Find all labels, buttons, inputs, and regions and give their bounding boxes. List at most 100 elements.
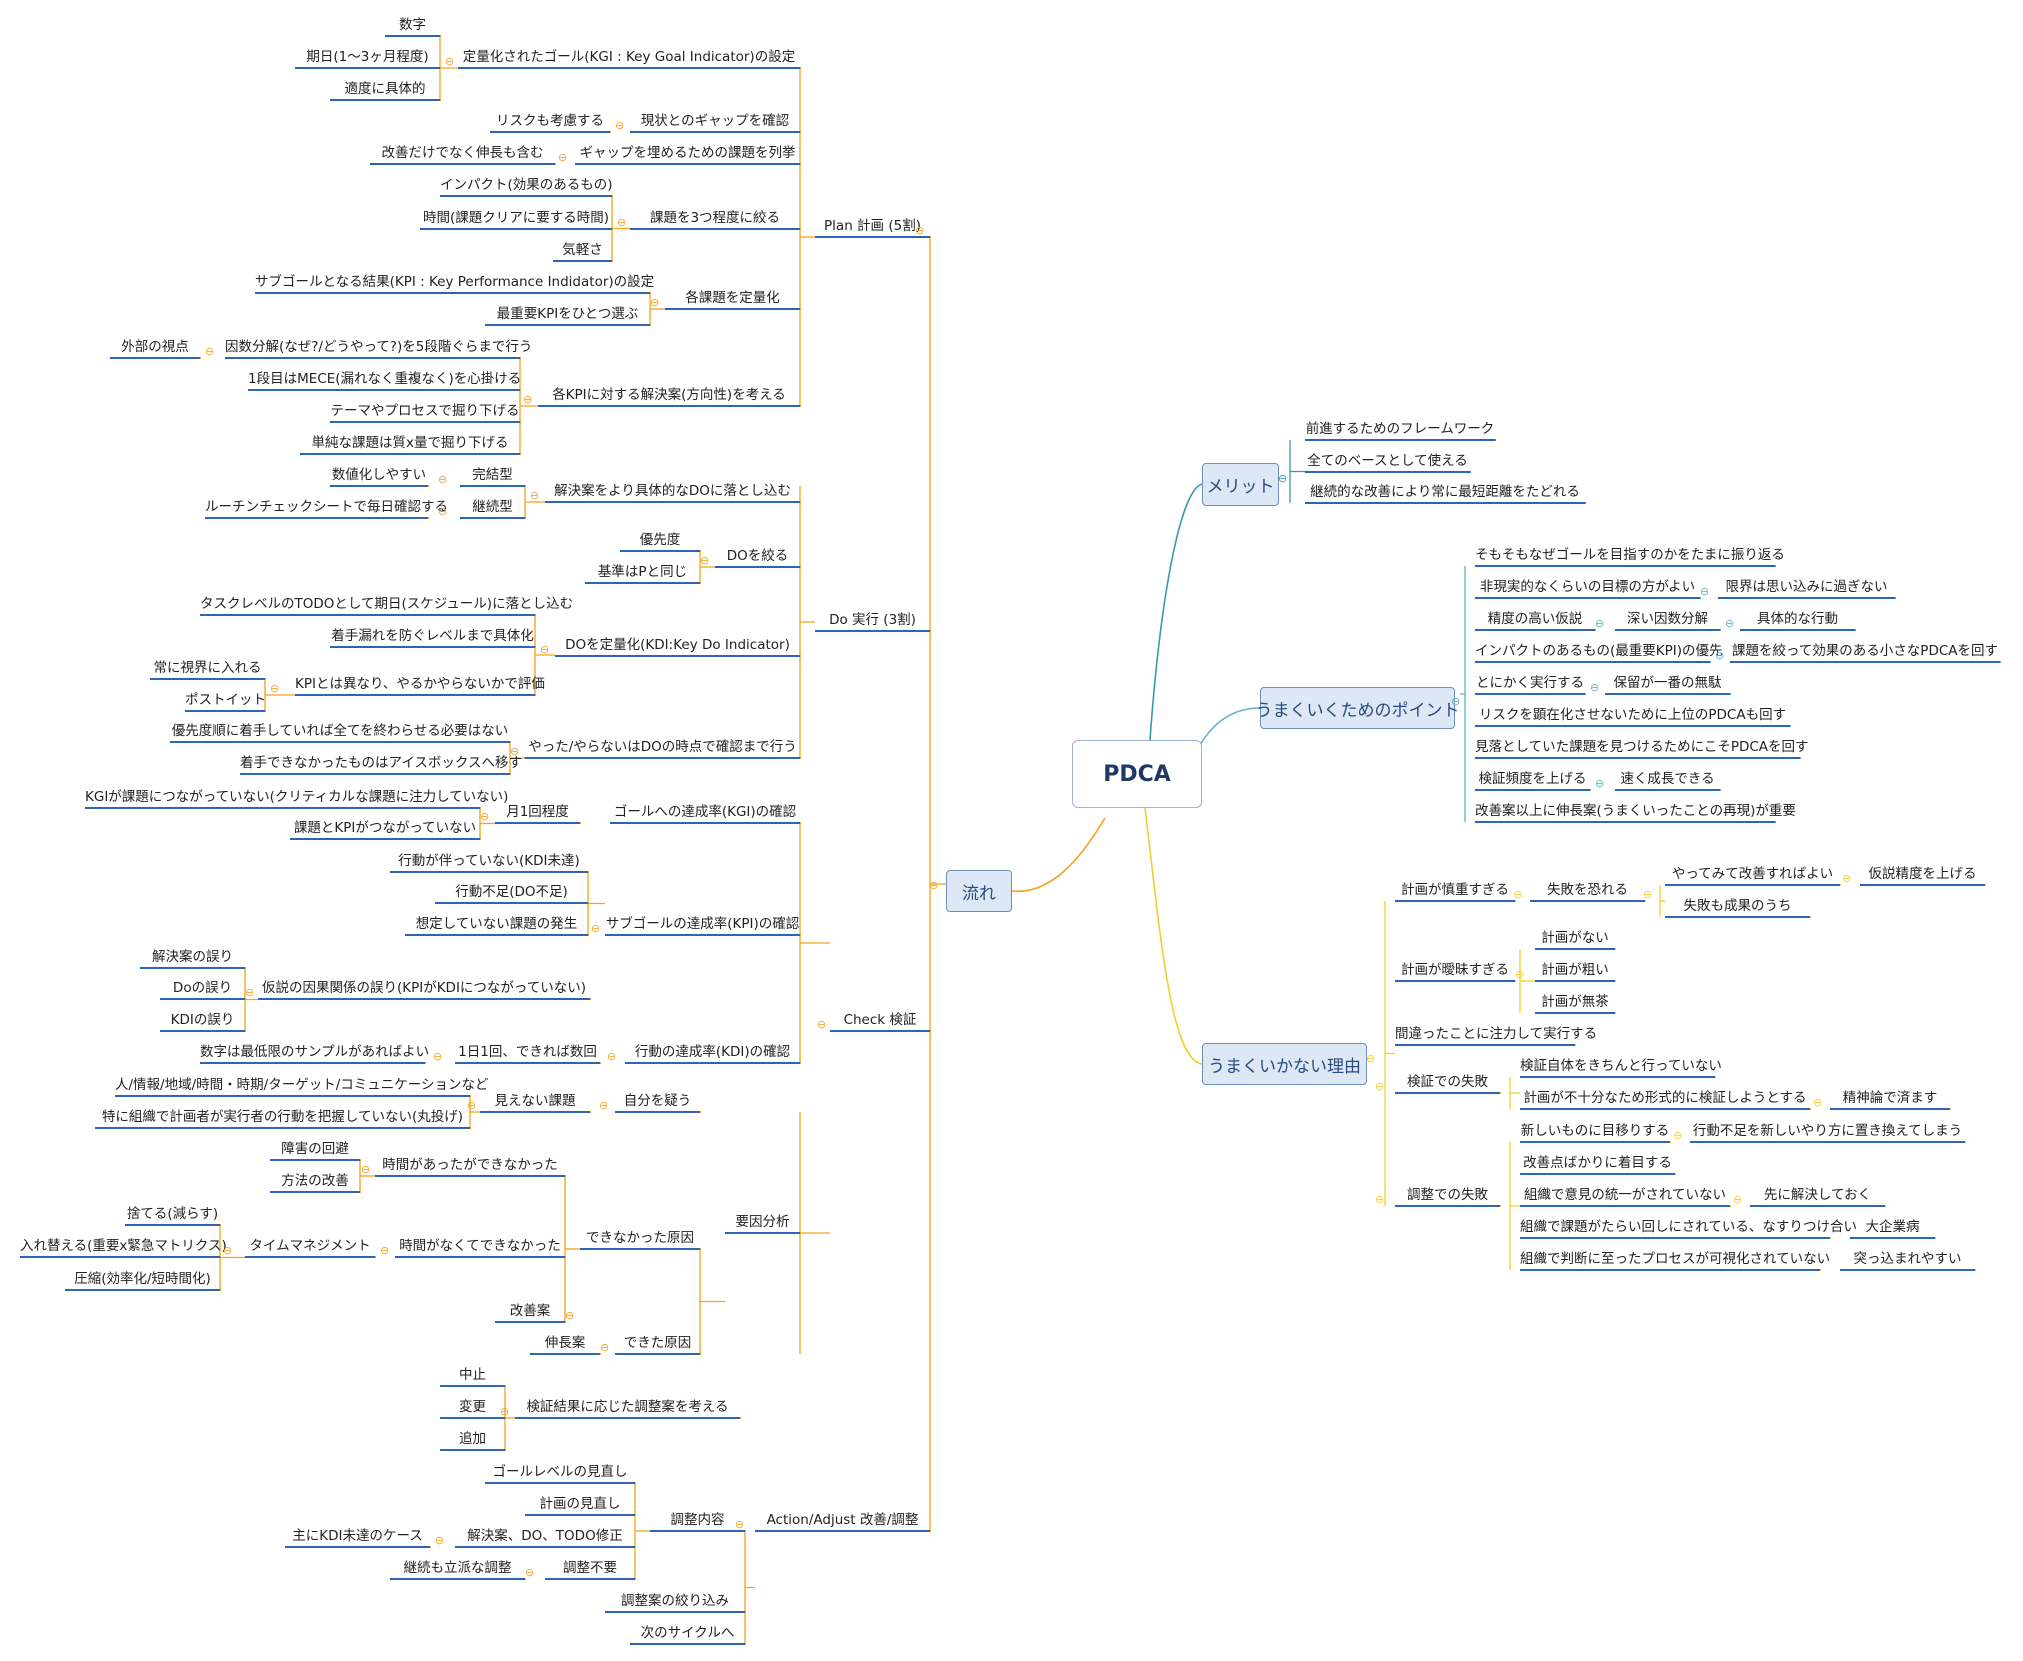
collapse-toggle-icon[interactable]: ⊖ xyxy=(1643,888,1653,901)
node-label-41[interactable]: 課題とKPIがつながっていない xyxy=(293,820,477,836)
node-label-63[interactable]: 捨てる(減らす) xyxy=(126,1206,219,1222)
node-label-46[interactable]: 想定していない課題の発生 xyxy=(415,916,578,932)
node-label-80[interactable]: 解決案、DO、TODO修正 xyxy=(467,1528,623,1544)
collapse-toggle-icon[interactable]: ⊖ xyxy=(817,1018,827,1031)
node-label-1[interactable]: 期日(1〜3ヶ月程度) xyxy=(306,49,429,65)
node-label-11[interactable]: 課題を3つ程度に絞る xyxy=(649,210,781,226)
node-label-10[interactable]: 気軽さ xyxy=(562,242,603,258)
collapse-toggle-icon[interactable]: ⊖ xyxy=(1513,888,1523,901)
node-label-73[interactable]: 中止 xyxy=(459,1367,486,1383)
node-label-32[interactable]: 常に視界に入れる xyxy=(153,660,262,676)
collapse-toggle-icon[interactable]: ⊖ xyxy=(480,810,490,823)
node-label-122[interactable]: 改善点ばかりに着目する xyxy=(1523,1155,1672,1171)
node-label-112[interactable]: 計画が粗い xyxy=(1541,962,1609,978)
collapse-toggle-icon[interactable]: ⊖ xyxy=(523,393,533,406)
collapse-toggle-icon[interactable]: ⊖ xyxy=(540,643,550,656)
collapse-toggle-icon[interactable]: ⊖ xyxy=(245,986,255,999)
node-label-3[interactable]: 定量化されたゴール(KGI : Key Goal Indicator)の設定 xyxy=(462,49,796,65)
topic-box-0[interactable]: PDCA xyxy=(1072,740,1202,808)
node-label-101[interactable]: 見落としていた課題を見つけるためにこそPDCAを回す xyxy=(1475,739,1809,755)
collapse-toggle-icon[interactable]: ⊖ xyxy=(1733,1193,1743,1206)
collapse-toggle-icon[interactable]: ⊖ xyxy=(1278,472,1288,485)
collapse-toggle-icon[interactable]: ⊖ xyxy=(1813,1096,1823,1109)
collapse-toggle-icon[interactable]: ⊖ xyxy=(1700,585,1710,598)
collapse-toggle-icon[interactable]: ⊖ xyxy=(607,1050,617,1063)
node-label-12[interactable]: サブゴールとなる結果(KPI : Key Performance Indidat… xyxy=(255,274,655,290)
node-label-30[interactable]: タスクレベルのTODOとして期日(スケジュール)に落とし込む xyxy=(200,596,574,612)
node-label-75[interactable]: 追加 xyxy=(459,1431,486,1447)
collapse-toggle-icon[interactable]: ⊖ xyxy=(530,489,540,502)
node-label-42[interactable]: 月1回程度 xyxy=(506,804,569,820)
node-label-88[interactable]: 全てのベースとして使える xyxy=(1307,453,1468,469)
node-label-117[interactable]: 計画が不十分なため形式的に検証しようとする xyxy=(1523,1090,1807,1106)
node-label-119[interactable]: 調整での失敗 xyxy=(1407,1187,1488,1203)
node-label-76[interactable]: 検証結果に応じた調整案を考える xyxy=(526,1399,729,1415)
node-label-127[interactable]: 組織で判断に至ったプロセスが可視化されていない xyxy=(1520,1251,1831,1267)
collapse-toggle-icon[interactable]: ⊖ xyxy=(500,1405,510,1418)
collapse-toggle-icon[interactable]: ⊖ xyxy=(1673,1129,1683,1142)
node-label-105[interactable]: 計画が慎重すぎる xyxy=(1401,882,1509,898)
collapse-toggle-icon[interactable]: ⊖ xyxy=(361,1163,371,1176)
collapse-toggle-icon[interactable]: ⊖ xyxy=(205,345,215,358)
node-label-120[interactable]: 新しいものに目移りする xyxy=(1520,1123,1670,1139)
node-label-99[interactable]: 保留が一番の無駄 xyxy=(1613,675,1722,691)
topic-box-1[interactable]: メリット xyxy=(1202,463,1279,506)
node-label-2[interactable]: 適度に具体的 xyxy=(344,81,426,97)
node-label-31[interactable]: 着手漏れを防ぐレベルまで具体化 xyxy=(331,628,534,644)
node-label-23[interactable]: 完結型 xyxy=(472,467,513,483)
collapse-toggle-icon[interactable]: ⊖ xyxy=(700,554,710,567)
node-label-124[interactable]: 先に解決しておく xyxy=(1763,1187,1872,1203)
node-label-104[interactable]: 改善案以上に伸長案(うまくいったことの再現)が重要 xyxy=(1475,803,1796,819)
node-label-22[interactable]: 数値化しやすい xyxy=(331,467,427,483)
node-label-36[interactable]: 優先度順に着手していれば全てを終わらせる必要はない xyxy=(171,723,509,739)
node-label-28[interactable]: 基準はPと同じ xyxy=(597,564,688,580)
collapse-toggle-icon[interactable]: ⊖ xyxy=(433,1050,443,1063)
node-label-102[interactable]: 検証頻度を上げる xyxy=(1478,771,1587,787)
node-label-47[interactable]: サブゴールの達成率(KPI)の確認 xyxy=(605,916,800,932)
node-label-60[interactable]: 障害の回避 xyxy=(281,1141,349,1157)
collapse-toggle-icon[interactable]: ⊖ xyxy=(438,473,448,486)
node-label-44[interactable]: 行動が伴っていない(KDI未達) xyxy=(398,853,580,869)
node-label-108[interactable]: 仮説精度を上げる xyxy=(1868,866,1977,882)
node-label-98[interactable]: とにかく実行する xyxy=(1476,675,1584,691)
collapse-toggle-icon[interactable]: ⊖ xyxy=(929,879,939,892)
node-label-111[interactable]: 計画がない xyxy=(1541,930,1609,946)
node-label-72[interactable]: 要因分析 xyxy=(735,1214,790,1230)
node-label-126[interactable]: 大企業病 xyxy=(1865,1219,1920,1235)
collapse-toggle-icon[interactable]: ⊖ xyxy=(650,296,660,309)
node-label-43[interactable]: ゴールへの達成率(KGI)の確認 xyxy=(613,804,797,820)
node-label-79[interactable]: 主にKDI未達のケース xyxy=(292,1528,423,1544)
node-label-8[interactable]: インパクト(効果のあるもの) xyxy=(440,177,613,193)
node-label-121[interactable]: 行動不足を新しいやり方に置き換えてしまう xyxy=(1692,1123,1963,1139)
node-label-20[interactable]: 各KPIに対する解決案(方向性)を考える xyxy=(552,387,786,403)
node-label-16[interactable]: 因数分解(なぜ?/どうやって?)を5段階ぐらまで行う xyxy=(225,339,533,355)
topic-box-2[interactable]: うまくいくためのポイント xyxy=(1256,687,1460,729)
node-label-94[interactable]: 深い因数分解 xyxy=(1627,611,1708,627)
node-label-13[interactable]: 最重要KPIをひとつ選ぶ xyxy=(496,306,639,322)
collapse-toggle-icon[interactable]: ⊖ xyxy=(1595,777,1605,790)
node-label-29[interactable]: DOを絞る xyxy=(726,548,789,564)
node-label-14[interactable]: 各課題を定量化 xyxy=(685,290,780,306)
collapse-toggle-icon[interactable]: ⊖ xyxy=(435,1534,445,1547)
node-label-5[interactable]: 現状とのギャップを確認 xyxy=(640,113,790,129)
node-label-18[interactable]: テーマやプロセスで掘り下げる xyxy=(330,403,520,419)
collapse-toggle-icon[interactable]: ⊖ xyxy=(380,1244,390,1257)
node-label-0[interactable]: 数字 xyxy=(399,17,426,33)
collapse-toggle-icon[interactable]: ⊖ xyxy=(510,745,520,758)
node-label-85[interactable]: 次のサイクルへ xyxy=(640,1625,735,1641)
collapse-toggle-icon[interactable]: ⊖ xyxy=(1842,872,1852,885)
node-label-45[interactable]: 行動不足(DO不足) xyxy=(455,884,568,900)
node-label-103[interactable]: 速く成長できる xyxy=(1620,771,1715,787)
node-label-61[interactable]: 方法の改善 xyxy=(281,1173,349,1189)
node-label-39[interactable]: Do 実行 (3割) xyxy=(829,612,916,628)
node-label-92[interactable]: 限界は思い込みに過ぎない xyxy=(1725,579,1888,595)
node-label-95[interactable]: 具体的な行動 xyxy=(1757,611,1838,627)
collapse-toggle-icon[interactable]: ⊖ xyxy=(615,119,625,132)
collapse-toggle-icon[interactable]: ⊖ xyxy=(1375,1193,1385,1206)
collapse-toggle-icon[interactable]: ⊖ xyxy=(1366,1052,1376,1065)
node-label-50[interactable]: KDIの誤り xyxy=(170,1012,235,1028)
node-label-107[interactable]: やってみて改善すればよい xyxy=(1671,866,1834,882)
collapse-toggle-icon[interactable]: ⊖ xyxy=(617,216,627,229)
collapse-toggle-icon[interactable]: ⊖ xyxy=(270,682,280,695)
